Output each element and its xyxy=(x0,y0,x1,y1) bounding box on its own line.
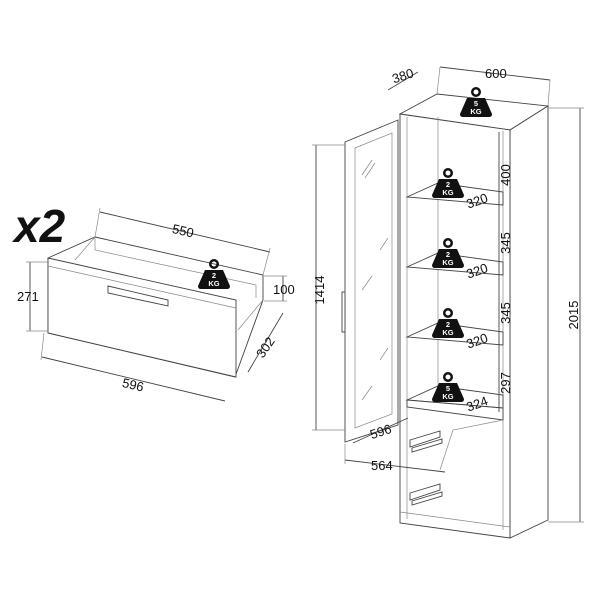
dim-drawer-width: 596 xyxy=(121,375,146,394)
door-handle xyxy=(341,291,346,333)
ext-line xyxy=(436,66,441,95)
weight-value: 2 xyxy=(212,271,216,280)
ext-line xyxy=(94,207,101,238)
weight-icon: 2 KG xyxy=(198,259,230,289)
dim-gap: 400 xyxy=(498,164,513,186)
dim-door-width: 596 xyxy=(368,421,393,442)
dim-door-height: 1414 xyxy=(312,276,327,305)
dim-cabinet-height: 2015 xyxy=(566,301,581,330)
ext-line xyxy=(547,79,551,107)
weight-value: 2 xyxy=(446,250,450,259)
glass-reflection xyxy=(361,159,373,176)
dim-cabinet-width: 600 xyxy=(485,66,507,81)
dim-gap: 345 xyxy=(498,232,513,254)
weight-icon: 5 KG xyxy=(460,87,492,117)
quantity-label: x2 xyxy=(11,200,66,252)
dim-line-550 xyxy=(99,211,271,253)
drawer-side-edge xyxy=(237,299,264,331)
weight-value: 5 xyxy=(474,99,478,108)
cabinet-side xyxy=(509,105,549,539)
dim-gap: 297 xyxy=(498,372,513,394)
weight-unit: KG xyxy=(442,188,453,197)
drawer-back-inner xyxy=(94,237,257,298)
glass-reflection xyxy=(361,275,373,291)
weight-unit: KG xyxy=(442,392,453,401)
dim-shelf-depth: 324 xyxy=(464,393,490,415)
weight-unit: KG xyxy=(442,328,453,337)
weight-unit: KG xyxy=(208,279,219,288)
drawer-handle xyxy=(107,285,169,307)
drawer-side-edge xyxy=(74,236,96,261)
lower-compartment-edge xyxy=(439,419,504,471)
dim-shelf-depth: 320 xyxy=(464,260,490,282)
hinge xyxy=(409,483,441,501)
dim-line-600 xyxy=(439,66,551,81)
weight-value: 2 xyxy=(446,180,450,189)
dim-drawer-depth: 550 xyxy=(171,221,196,240)
dim-shelf-depth: 320 xyxy=(464,330,490,352)
weight-unit: KG xyxy=(470,107,481,116)
dim-line-596 xyxy=(352,417,409,444)
weight-icon: 2 KG xyxy=(432,168,464,198)
cabinet-illustration: 380 600 2015 1414 596 564 400 345 345 29… xyxy=(312,65,584,539)
glass-reflection xyxy=(361,385,373,401)
dim-cabinet-depth: 380 xyxy=(390,65,415,86)
ext-line xyxy=(262,247,271,276)
cabinet-door xyxy=(344,119,399,443)
weight-icon: 5 KG xyxy=(432,372,464,402)
dim-drawer-height: 271 xyxy=(17,289,39,304)
dim-line-596 xyxy=(41,356,226,402)
weight-value: 5 xyxy=(446,384,450,393)
drawer-front xyxy=(47,257,237,378)
glass-reflection xyxy=(379,237,389,251)
dim-drawer-inner-height: 100 xyxy=(273,282,295,297)
dim-inner-width: 564 xyxy=(371,458,393,473)
hinge xyxy=(411,491,443,506)
dim-gap: 345 xyxy=(498,302,513,324)
weight-icon: 2 KG xyxy=(432,308,464,338)
glass-reflection xyxy=(379,347,389,361)
hinge xyxy=(409,430,441,448)
drawer-front-edge xyxy=(47,265,237,309)
dim-line-302 xyxy=(247,312,284,373)
glass-reflection xyxy=(364,162,376,179)
cabinet-bottom xyxy=(399,511,511,528)
hinge xyxy=(411,438,443,453)
weight-value: 2 xyxy=(446,320,450,329)
dim-line-380 xyxy=(387,71,419,91)
dim-shelf-depth: 320 xyxy=(464,190,490,212)
ext-line xyxy=(40,332,45,361)
dim-line-564 xyxy=(344,459,446,473)
weight-icon: 2 KG xyxy=(432,238,464,268)
weight-unit: KG xyxy=(442,258,453,267)
door-glass xyxy=(354,132,393,429)
hinge-icons xyxy=(409,430,443,506)
drawer-illustration: x2 550 271 100 302 596 2 KG xyxy=(11,200,295,402)
